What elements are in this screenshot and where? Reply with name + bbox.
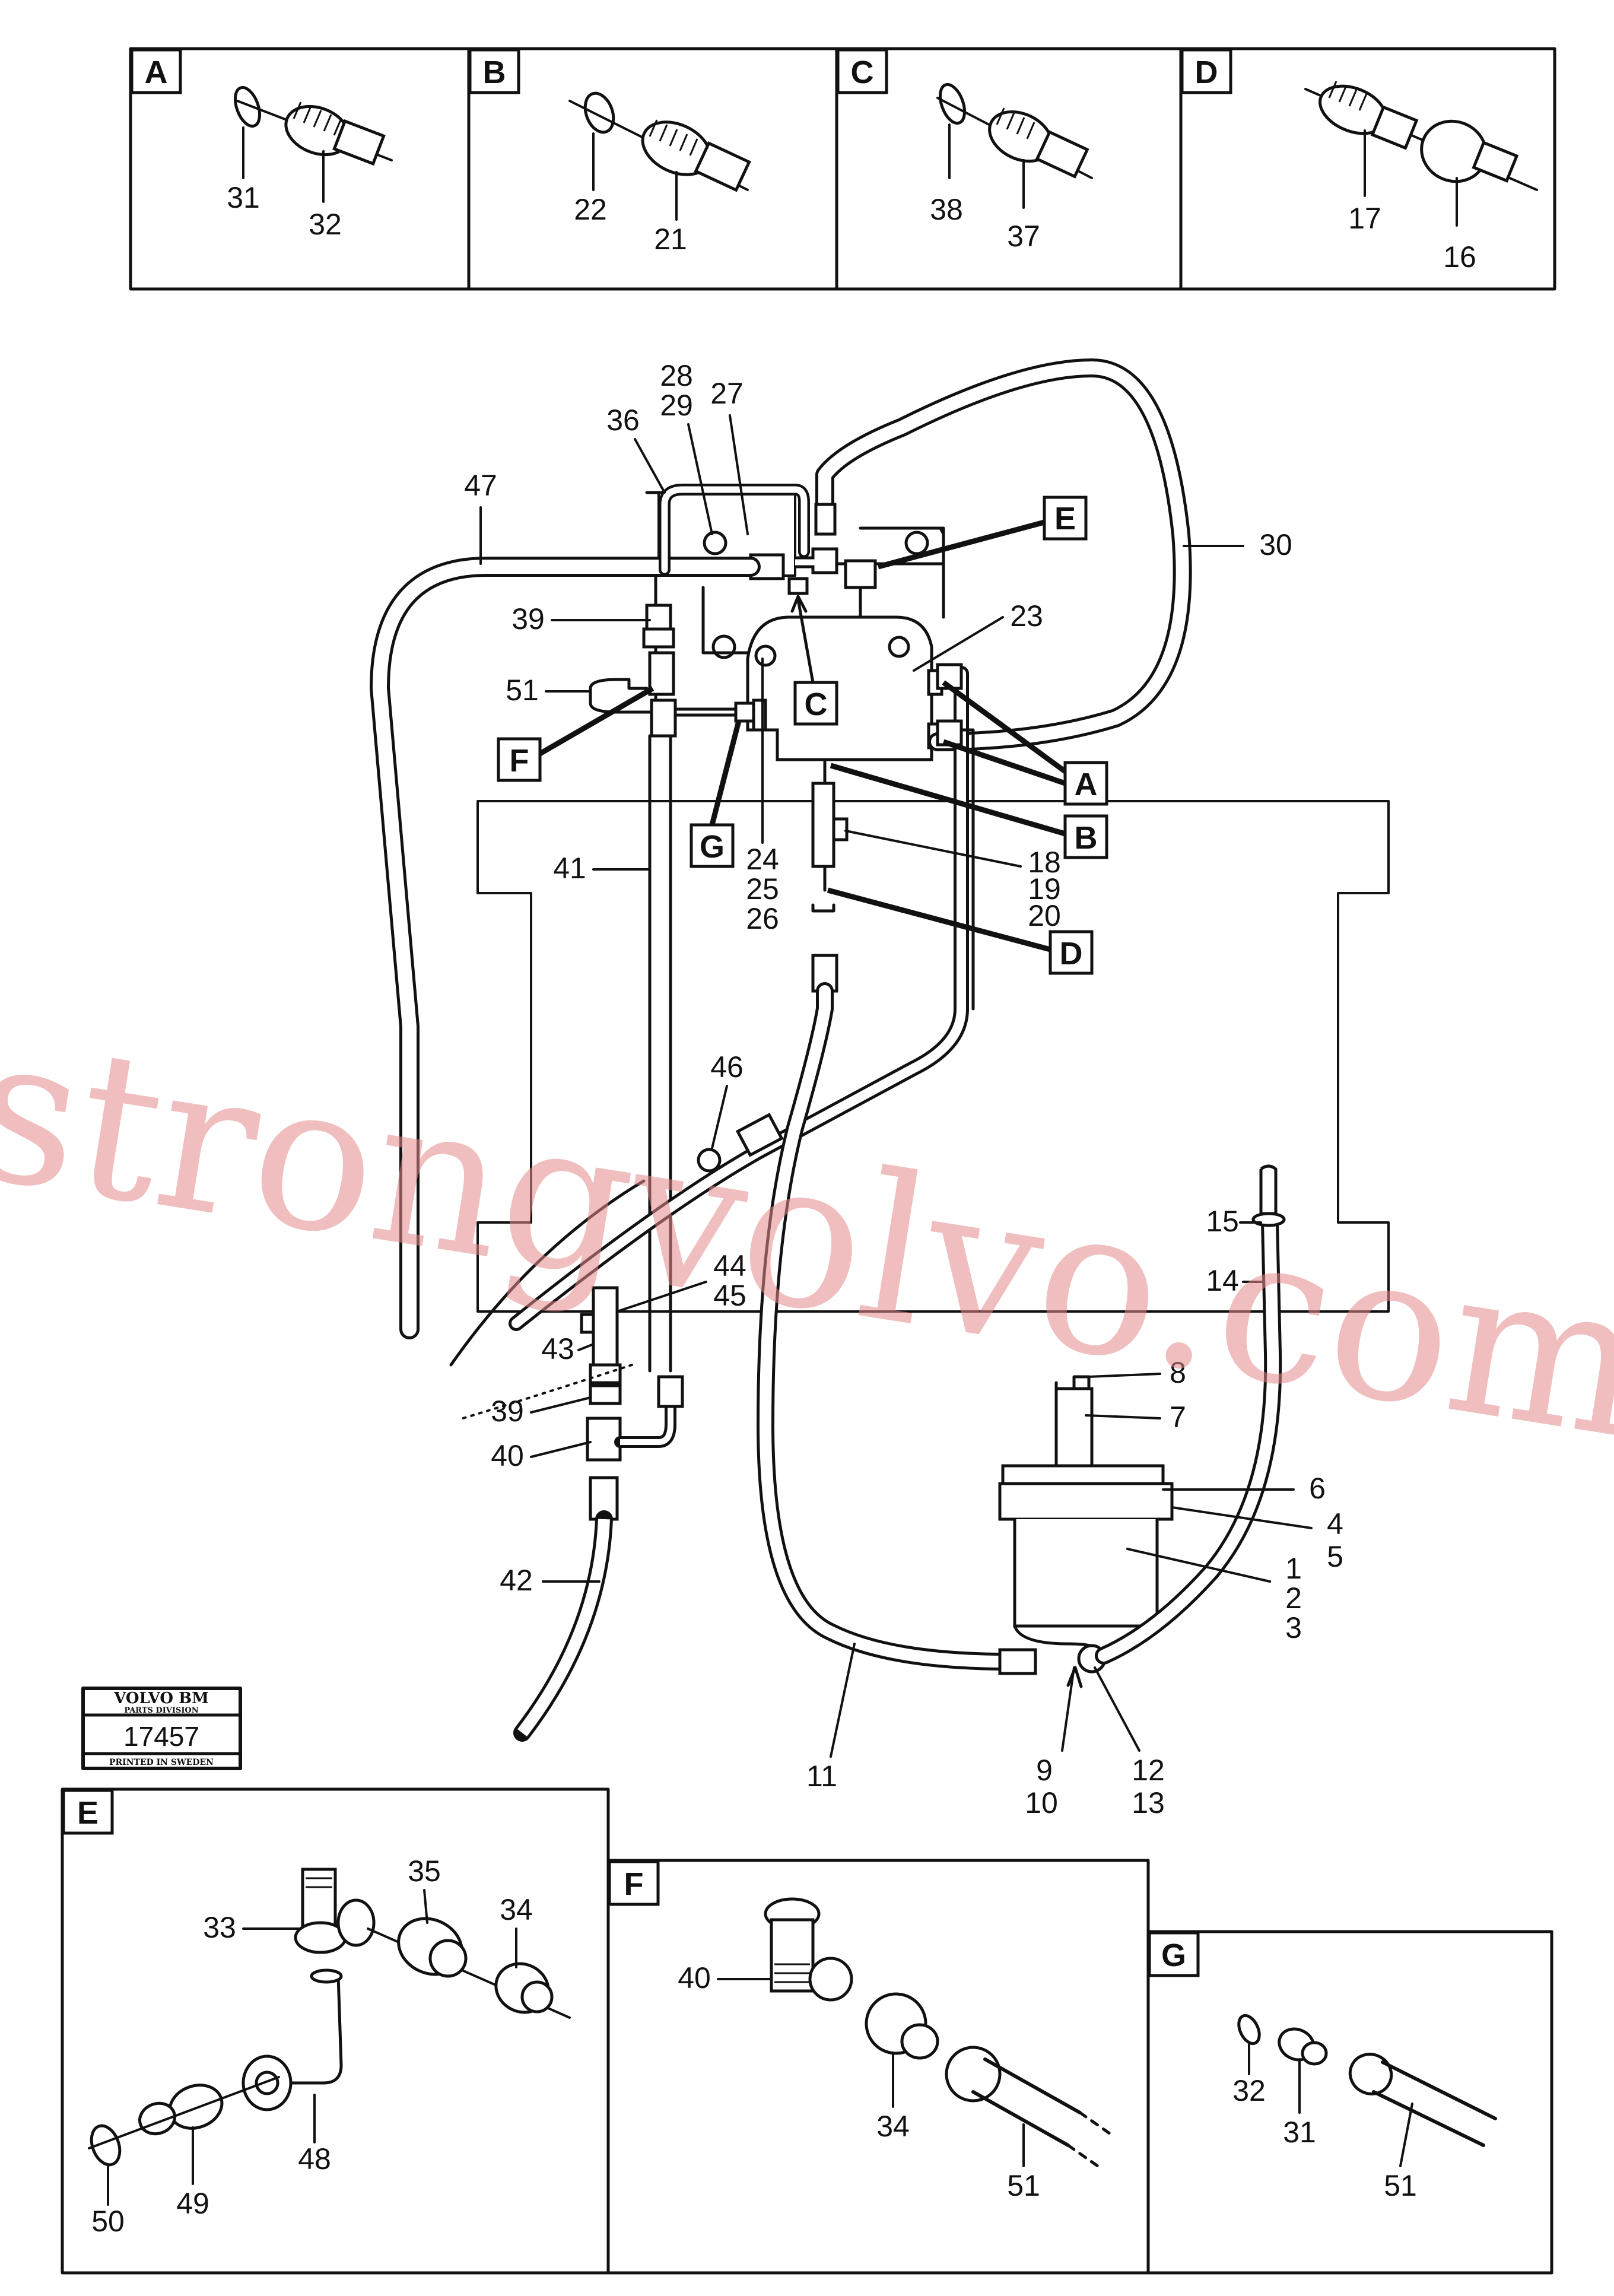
part-label-46: 46: [710, 1050, 744, 1084]
svg-text:E: E: [1054, 501, 1076, 536]
part-label-37: 37: [1007, 220, 1040, 253]
part-label-34-detail: 34: [876, 2110, 910, 2143]
part-label-20: 20: [1028, 899, 1061, 932]
part-label-39-top: 39: [511, 602, 545, 636]
part-label-12: 12: [1132, 1754, 1165, 1787]
part-label-48: 48: [298, 2142, 331, 2176]
detail-box-f-label: F: [624, 1866, 644, 1902]
callout-e: E: [877, 496, 1088, 570]
svg-text:A: A: [1075, 767, 1098, 802]
part-numbers: 47 36 28 29 27 30 39 51 23 41 24 25 26 1…: [464, 359, 1343, 1819]
part-label-14: 14: [1206, 1264, 1239, 1297]
volvo-parts-stamp: VOLVO BM PARTS DIVISION 17457 PRINTED IN…: [81, 1687, 242, 1770]
callout-c: C: [790, 595, 838, 726]
part-label-32: 32: [309, 208, 342, 241]
part-label-30: 30: [1259, 528, 1292, 561]
part-label-2: 2: [1285, 1582, 1302, 1615]
detail-box-b: B 22 21: [467, 47, 838, 291]
part-label-38: 38: [930, 193, 963, 226]
part-label-45: 45: [713, 1279, 746, 1312]
part-label-26: 26: [746, 902, 779, 935]
part-label-36: 36: [606, 404, 640, 437]
part-label-23: 23: [1010, 599, 1043, 633]
part-label-24: 24: [746, 843, 779, 876]
part-label-6: 6: [1309, 1472, 1326, 1505]
part-label-16: 16: [1443, 240, 1476, 274]
part-label-39-bottom: 39: [491, 1395, 524, 1428]
part-label-27: 27: [710, 377, 744, 410]
part-label-43: 43: [541, 1332, 574, 1365]
part-label-51-detail-f: 51: [1007, 2169, 1040, 2202]
part-label-31: 31: [227, 181, 260, 214]
callout-a: A: [942, 680, 1108, 806]
detail-box-g: G 32 31 51: [1146, 1930, 1553, 2275]
part-label-11: 11: [806, 1760, 837, 1793]
part-label-22: 22: [574, 193, 607, 226]
part-label-40-detail: 40: [678, 1961, 711, 1995]
part-label-32-detail: 32: [1232, 2074, 1266, 2107]
stamp-brand: VOLVO BM: [113, 1690, 209, 1707]
part-label-28: 28: [660, 359, 693, 392]
part-label-50: 50: [91, 2205, 125, 2238]
part-label-15: 15: [1206, 1205, 1239, 1238]
svg-text:F: F: [510, 743, 529, 779]
svg-text:C: C: [805, 687, 828, 722]
detail-box-c: C 38 37: [835, 47, 1183, 291]
part-label-42: 42: [500, 1564, 533, 1597]
part-label-7: 7: [1170, 1401, 1186, 1434]
part-label-49: 49: [176, 2187, 209, 2220]
callout-d: D: [827, 887, 1094, 975]
callout-b: B: [830, 763, 1108, 859]
svg-text:B: B: [1075, 820, 1098, 856]
detail-box-a-label: A: [145, 55, 168, 90]
part-label-13: 13: [1132, 1786, 1165, 1819]
detail-box-d: D 17 16: [1179, 47, 1556, 291]
part-label-18: 18: [1028, 846, 1061, 879]
detail-box-e: E 33 35 34 48 49 50: [61, 1787, 610, 2275]
part-label-35: 35: [408, 1854, 441, 1888]
callout-g: G: [690, 720, 742, 868]
part-label-17: 17: [1348, 202, 1381, 235]
callout-f: F: [497, 686, 655, 782]
stamp-printed: PRINTED IN SWEDEN: [109, 1758, 214, 1767]
part-label-41: 41: [553, 852, 586, 885]
part-label-8: 8: [1170, 1356, 1186, 1389]
part-label-34: 34: [500, 1893, 533, 1926]
part-label-40: 40: [491, 1439, 524, 1472]
part-label-29: 29: [660, 389, 693, 422]
stamp-number: 17457: [123, 1721, 199, 1752]
part-label-51-detail-g: 51: [1384, 2169, 1417, 2202]
part-label-3: 3: [1285, 1611, 1302, 1644]
main-assembly: E C F G A B: [370, 358, 1390, 1819]
svg-text:G: G: [700, 829, 725, 865]
detail-box-e-label: E: [77, 1795, 99, 1831]
stamp-division: PARTS DIVISION: [124, 1706, 198, 1715]
part-label-5: 5: [1327, 1540, 1343, 1573]
part-label-9: 9: [1036, 1754, 1053, 1787]
detail-box-c-label: C: [851, 55, 874, 90]
part-label-47: 47: [464, 469, 497, 502]
part-label-51: 51: [506, 674, 539, 707]
part-label-25: 25: [746, 872, 779, 906]
detail-box-f: F 40 34 51: [606, 1859, 1150, 2275]
part-label-1: 1: [1285, 1552, 1302, 1585]
part-label-19: 19: [1028, 872, 1061, 906]
part-label-21: 21: [654, 223, 687, 256]
detail-box-g-label: G: [1161, 1938, 1186, 1973]
svg-text:D: D: [1060, 936, 1083, 971]
part-label-4: 4: [1327, 1507, 1343, 1541]
detail-box-d-label: D: [1195, 55, 1218, 90]
part-label-33: 33: [203, 1911, 236, 1944]
detail-box-b-label: B: [483, 55, 506, 90]
part-label-31-detail: 31: [1283, 2116, 1316, 2149]
part-label-44: 44: [713, 1249, 746, 1282]
detail-box-a: A 31 32: [129, 47, 471, 291]
part-label-10: 10: [1025, 1786, 1058, 1819]
